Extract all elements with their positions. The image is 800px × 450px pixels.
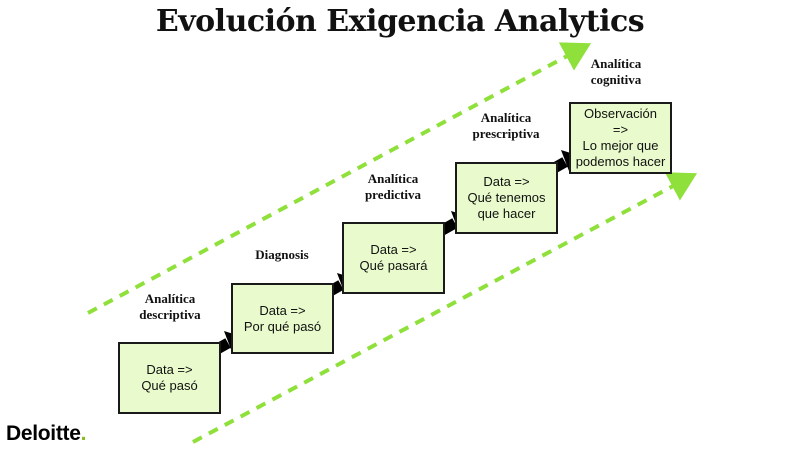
step-box-prescriptiva: Data => Qué tenemos que hacer — [455, 162, 558, 234]
stage-label-diagnosis: Diagnosis — [255, 247, 309, 262]
step-box-text: Data => Qué pasará — [359, 242, 428, 273]
upper-trend-arrow — [87, 42, 592, 315]
brand-dot: . — [80, 422, 87, 445]
stage-label-cognitiva: Analítica cognitiva — [590, 56, 642, 87]
stage-label-predictiva: Analítica predictiva — [364, 171, 422, 202]
step-box-cognitiva: Observación => Lo mejor que podemos hace… — [569, 102, 672, 174]
stage-label-prescriptiva: Analítica prescriptiva — [472, 110, 540, 141]
step-box-text: Data => Qué tenemos que hacer — [467, 174, 546, 221]
deloitte-logo: Deloitte. — [6, 422, 86, 446]
step-box-diagnosis: Data => Por qué pasó — [231, 283, 334, 354]
brand-name: Deloitte — [6, 422, 81, 445]
diagram-title: Evolución Exigencia Analytics — [155, 4, 645, 39]
step-box-text: Observación => Lo mejor que podemos hace… — [575, 106, 666, 169]
step-box-descriptiva: Data => Qué pasó — [118, 342, 221, 414]
step-box-predictiva: Data => Qué pasará — [342, 222, 445, 294]
step-box-text: Data => Qué pasó — [141, 362, 198, 393]
step-box-text: Data => Por qué pasó — [243, 302, 322, 334]
stage-label-descriptiva: Analítica descriptiva — [139, 291, 201, 322]
lower-trend-arrow — [192, 172, 698, 444]
